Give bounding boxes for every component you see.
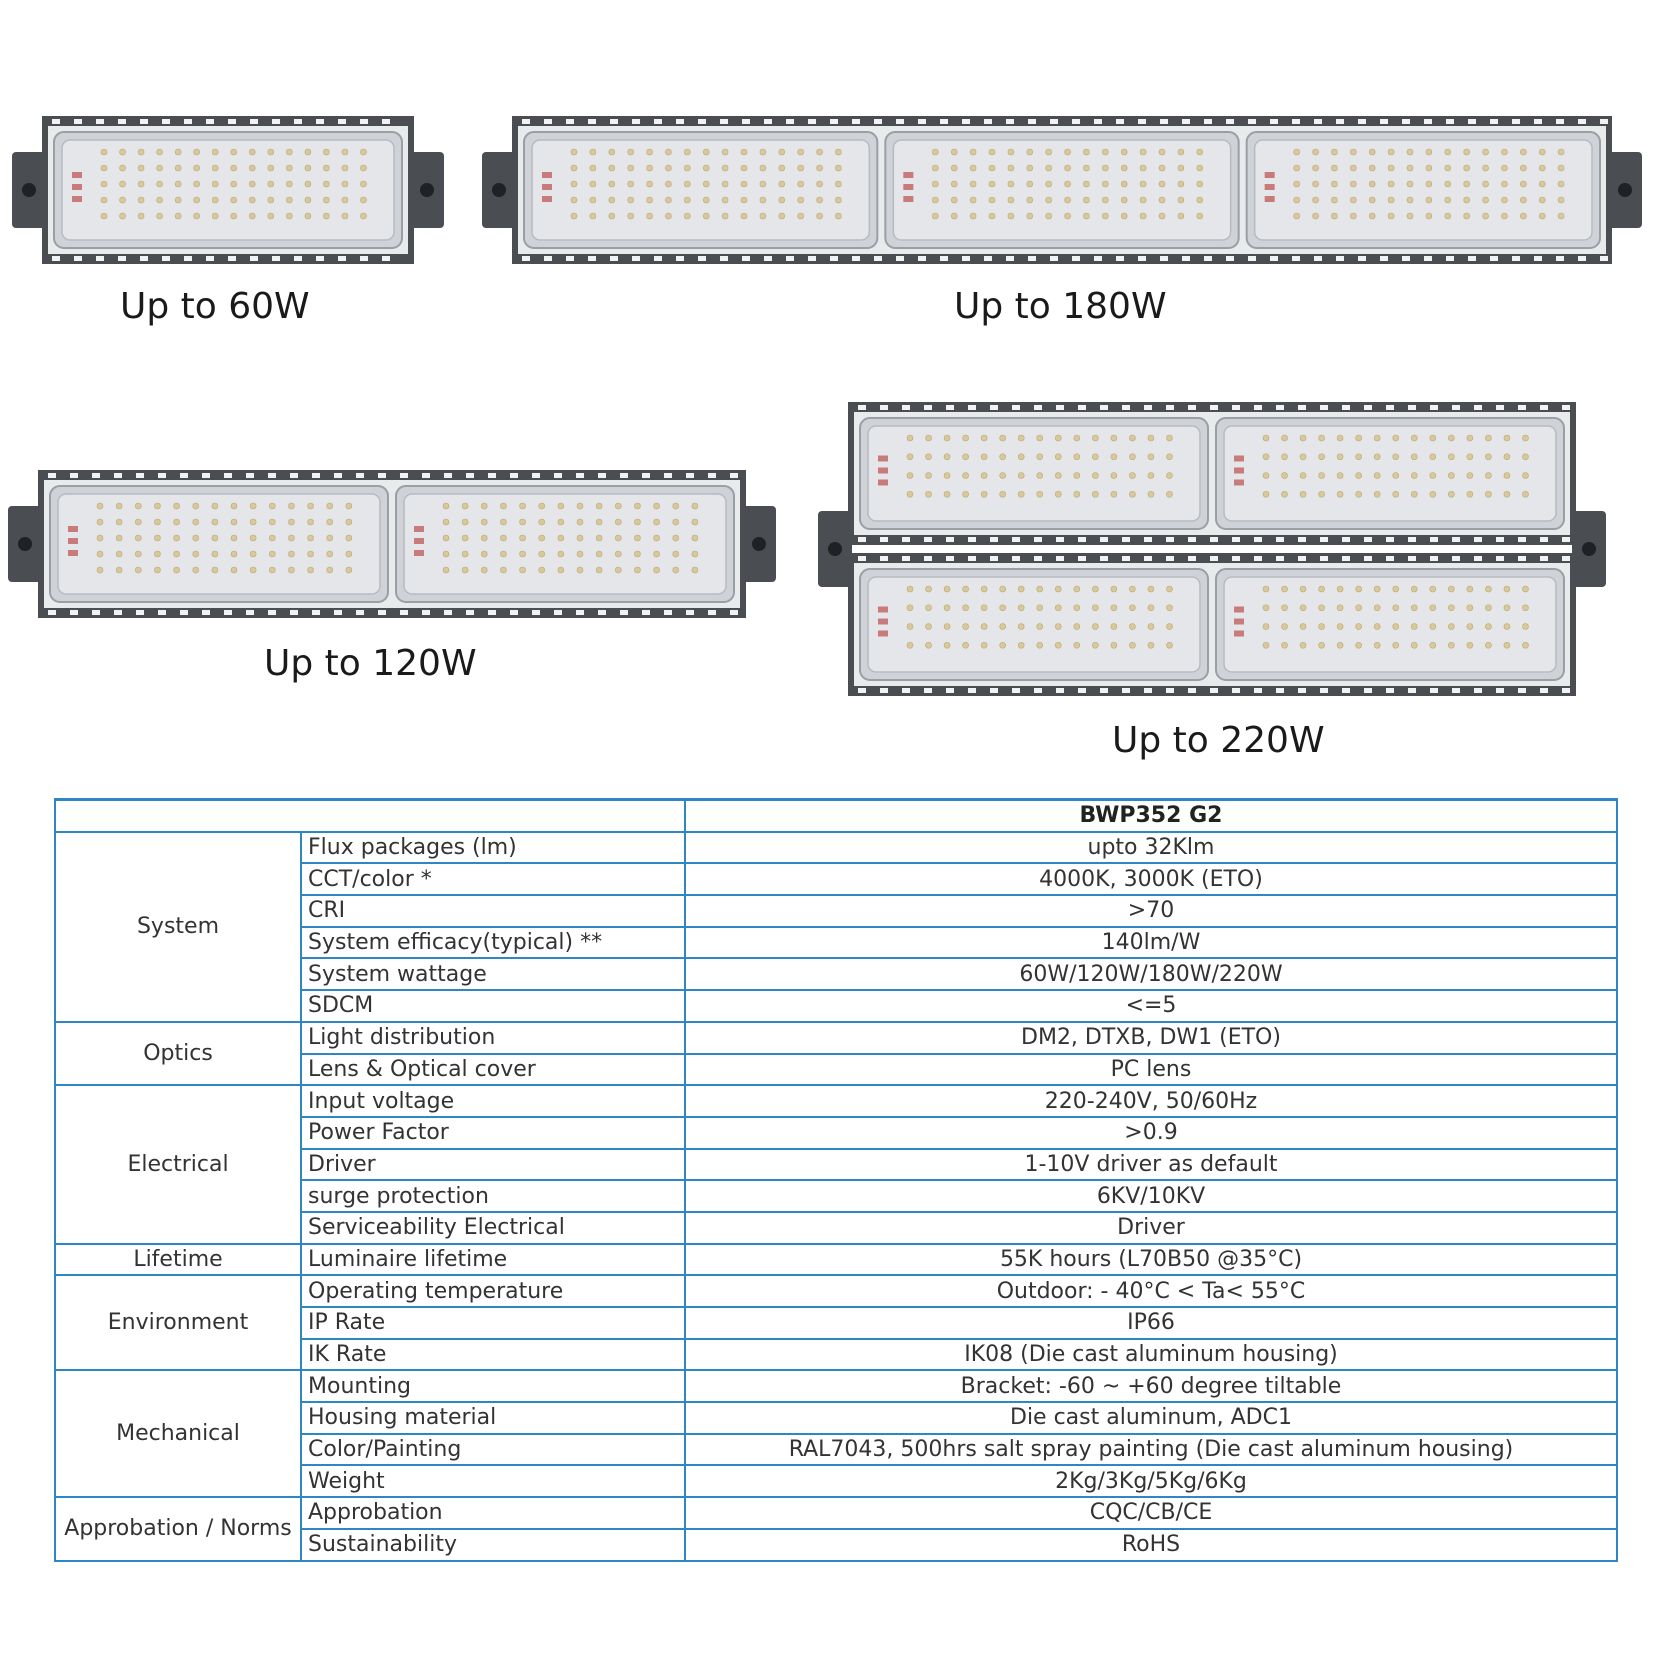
table-row: Power Factor >0.9 (55, 1115, 1618, 1150)
property-label: Lens & Optical cover (300, 1052, 686, 1087)
property-label: Operating temperature (300, 1274, 686, 1308)
fixture-60w-image (12, 116, 444, 264)
property-label: Approbation (300, 1496, 686, 1530)
luminaire-drawing (482, 116, 1642, 264)
table-row: Lens & Optical cover PC lens (55, 1052, 1618, 1087)
property-label: Input voltage (300, 1084, 686, 1118)
luminaire-drawing (8, 470, 776, 618)
property-label: Serviceability Electrical (300, 1210, 686, 1245)
luminaire-drawing (818, 402, 1606, 696)
property-label: CCT/color * (300, 862, 686, 897)
property-value: IP66 (684, 1306, 1618, 1340)
fixture-180w-image (482, 116, 1642, 264)
table-row: Driver 1-10V driver as default (55, 1147, 1618, 1182)
caption-120w: Up to 120W (264, 643, 477, 684)
property-value: >0.9 (684, 1115, 1618, 1150)
property-value: 1-10V driver as default (684, 1147, 1618, 1182)
table-row: IP Rate IP66 (55, 1306, 1618, 1340)
table-row: Weight 2Kg/3Kg/5Kg/6Kg (55, 1464, 1618, 1499)
caption-60w: Up to 60W (120, 286, 310, 327)
fixture-120w-image (8, 470, 776, 618)
group-lifetime: Lifetime (54, 1242, 302, 1277)
property-value: Outdoor: - 40°C < Ta< 55°C (684, 1274, 1618, 1308)
property-value: 60W/120W/180W/220W (684, 957, 1618, 992)
table-row: surge protection 6KV/10KV (55, 1179, 1618, 1213)
property-label: Driver (300, 1147, 686, 1182)
table-row: Lifetime Luminaire lifetime 55K hours (L… (54, 1242, 1618, 1277)
table-row: System Flux packages (lm) upto 32Klm (54, 830, 1618, 1023)
property-label: Luminaire lifetime (300, 1242, 686, 1277)
property-value: 55K hours (L70B50 @35°C) (684, 1242, 1618, 1277)
property-value: DM2, DTXB, DW1 (ETO) (684, 1020, 1618, 1055)
table-row: Optics Light distribution DM2, DTXB, DW1… (54, 1020, 1618, 1087)
table-row: CRI >70 (55, 894, 1618, 928)
table-row: Mechanical Mounting Bracket: -60 ~ +60 d… (54, 1369, 1618, 1499)
property-label: Color/Painting (300, 1432, 686, 1467)
property-label: Weight (300, 1464, 686, 1499)
property-value: <=5 (684, 989, 1618, 1023)
property-value: CQC/CB/CE (684, 1496, 1618, 1530)
property-label: System wattage (300, 957, 686, 992)
spec-table: BWP352 G2 System Flux packages (lm) upto… (54, 797, 1618, 1562)
table-row: Sustainability RoHS (55, 1527, 1618, 1562)
model-name: BWP352 G2 (684, 797, 1618, 833)
group-system: System (54, 830, 302, 1023)
table-row: CCT/color * 4000K, 3000K (ETO) (55, 862, 1618, 897)
caption-180w: Up to 180W (954, 286, 1167, 327)
property-label: IP Rate (300, 1306, 686, 1340)
table-row: Color/Painting RAL7043, 500hrs salt spra… (55, 1432, 1618, 1467)
property-value: upto 32Klm (684, 830, 1618, 865)
table-row: System efficacy(typical) ** 140lm/W (55, 925, 1618, 960)
property-label: Power Factor (300, 1115, 686, 1150)
table-row: Serviceability Electrical Driver (55, 1210, 1618, 1245)
property-value: 220-240V, 50/60Hz (684, 1084, 1618, 1118)
group-approbation: Approbation / Norms (54, 1496, 302, 1562)
fixture-220w-image (818, 402, 1606, 696)
property-value: Bracket: -60 ~ +60 degree tiltable (684, 1369, 1618, 1404)
table-row: Environment Operating temperature Outdoo… (54, 1274, 1618, 1372)
property-label: CRI (300, 894, 686, 928)
table-row: SDCM <=5 (55, 989, 1618, 1023)
property-label: surge protection (300, 1179, 686, 1213)
header-blank-cell (54, 797, 686, 833)
property-label: Flux packages (lm) (300, 830, 686, 865)
group-electrical: Electrical (54, 1084, 302, 1245)
property-value: RAL7043, 500hrs salt spray painting (Die… (684, 1432, 1618, 1467)
table-row: Electrical Input voltage 220-240V, 50/60… (54, 1084, 1618, 1245)
table-row: System wattage 60W/120W/180W/220W (55, 957, 1618, 992)
group-environment: Environment (54, 1274, 302, 1372)
property-label: Housing material (300, 1401, 686, 1435)
caption-220w: Up to 220W (1112, 720, 1325, 761)
property-label: Sustainability (300, 1527, 686, 1562)
property-label: IK Rate (300, 1337, 686, 1372)
group-optics: Optics (54, 1020, 302, 1087)
luminaire-drawing (12, 116, 444, 264)
property-value: Driver (684, 1210, 1618, 1245)
property-label: SDCM (300, 989, 686, 1023)
property-value: 6KV/10KV (684, 1179, 1618, 1213)
property-value: PC lens (684, 1052, 1618, 1087)
table-row: IK Rate IK08 (Die cast aluminum housing) (55, 1337, 1618, 1372)
property-value: RoHS (684, 1527, 1618, 1562)
property-value: >70 (684, 894, 1618, 928)
property-value: 140lm/W (684, 925, 1618, 960)
property-value: 2Kg/3Kg/5Kg/6Kg (684, 1464, 1618, 1499)
property-value: Die cast aluminum, ADC1 (684, 1401, 1618, 1435)
property-label: Light distribution (300, 1020, 686, 1055)
property-label: Mounting (300, 1369, 686, 1404)
property-label: System efficacy(typical) ** (300, 925, 686, 960)
table-header-row: BWP352 G2 (54, 797, 1618, 833)
table-row: Housing material Die cast aluminum, ADC1 (55, 1401, 1618, 1435)
table-row: Approbation / Norms Approbation CQC/CB/C… (54, 1496, 1618, 1562)
property-value: IK08 (Die cast aluminum housing) (684, 1337, 1618, 1372)
property-value: 4000K, 3000K (ETO) (684, 862, 1618, 897)
group-mechanical: Mechanical (54, 1369, 302, 1499)
